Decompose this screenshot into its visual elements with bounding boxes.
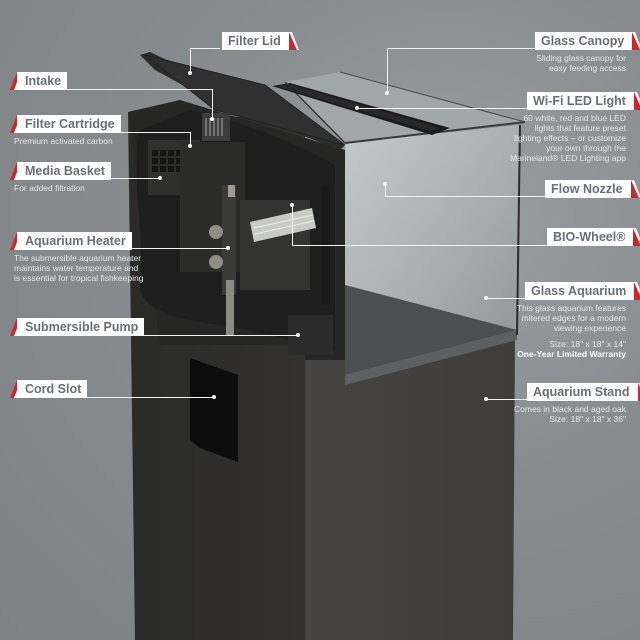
desc-line: Size: 18" x 18" x 36" — [549, 414, 626, 424]
pin-glass-aquarium — [484, 296, 488, 300]
leader-cord-slot — [80, 397, 214, 398]
leader-filter-lid — [190, 48, 191, 72]
desc-line: This glass aquarium features — [516, 303, 626, 313]
leader-filter-cartridge — [106, 132, 190, 133]
leader-intake-v — [212, 89, 213, 119]
label-cord-slot: Cord Slot — [9, 380, 88, 398]
pin-aquarium-stand — [484, 397, 488, 401]
pin-led-light — [355, 106, 359, 110]
pin-cord-slot — [212, 395, 216, 399]
label-submersible-pump: Submersible Pump — [9, 318, 145, 336]
desc-line: easy feeding access — [548, 63, 626, 73]
desc-line: The submersible aquarium heater — [14, 253, 142, 263]
label-glass-aquarium: Glass Aquarium — [525, 282, 640, 300]
desc-line: mitered edges for a modern — [521, 313, 626, 323]
pin-flow-nozzle — [383, 182, 387, 186]
leader-media-basket — [100, 178, 160, 179]
leader-filter-cartridge-v — [190, 132, 191, 146]
pin-intake — [210, 117, 214, 121]
pin-glass-canopy — [385, 91, 389, 95]
leader-flow-nozzle — [385, 184, 386, 196]
desc-line: lighting effects – or customize — [514, 133, 626, 143]
desc-filter-cartridge: Premium activated carbon — [14, 136, 113, 146]
desc-line: your own through the — [546, 143, 626, 153]
pin-filter-lid — [188, 71, 192, 75]
stand-right-face — [305, 338, 515, 640]
label-bio-wheel: BIO-Wheel® — [547, 228, 640, 246]
label-flow-nozzle: Flow Nozzle — [545, 180, 639, 198]
leader-glass-canopy-h — [387, 48, 535, 49]
desc-line: Marineland® LED Lighting app — [510, 153, 626, 163]
desc-aquarium-heater: The submersible aquarium heater maintain… — [14, 253, 143, 283]
desc-glass-canopy: Sliding glass canopy for easy feeding ac… — [536, 53, 626, 73]
label-wifi-led-light: Wi-Fi LED Light — [527, 92, 640, 110]
desc-media-basket: For added filtration — [14, 183, 85, 193]
desc-aquarium-stand: Comes in black and aged oak Size: 18" x … — [514, 404, 626, 424]
pin-heater — [226, 246, 230, 250]
desc-line: is essential for tropical fishkeeping — [14, 273, 144, 283]
leader-flow-nozzle-h — [385, 196, 545, 197]
label-filter-cartridge: Filter Cartridge — [10, 115, 121, 133]
pin-media-basket — [158, 176, 162, 180]
label-glass-canopy: Glass Canopy — [535, 32, 640, 50]
desc-glass-aquarium: This glass aquarium features mitered edg… — [517, 303, 626, 359]
leader-glass-canopy — [387, 48, 388, 92]
leader-pump — [126, 335, 298, 336]
leader-intake — [60, 89, 212, 90]
leader-glass-aquarium — [486, 298, 532, 299]
label-media-basket: Media Basket — [10, 162, 111, 180]
label-filter-lid: Filter Lid — [222, 32, 297, 50]
desc-line: maintains water temperature and — [14, 263, 139, 273]
leader-bio-wheel-h — [292, 245, 547, 246]
pin-pump — [296, 333, 300, 337]
leader-aquarium-stand — [486, 399, 530, 400]
desc-line: lights that feature preset — [534, 123, 626, 133]
desc-line: Comes in black and aged oak — [514, 404, 626, 414]
leader-heater — [120, 248, 228, 249]
desc-line: 60 white, red and blue LED — [523, 113, 626, 123]
desc-wifi-led-light: 60 white, red and blue LED lights that f… — [510, 113, 626, 163]
pin-bio-wheel — [290, 203, 294, 207]
leader-led-light — [357, 108, 527, 109]
size-spec: Size: 18" x 18" x 14" — [549, 339, 626, 349]
leader-filter-lid-h — [190, 48, 220, 49]
desc-line: viewing experience — [553, 323, 626, 333]
pin-filter-cartridge — [188, 144, 192, 148]
warranty-text: One-Year Limited Warranty — [517, 349, 626, 359]
label-aquarium-stand: Aquarium Stand — [527, 383, 640, 401]
desc-line: Sliding glass canopy for — [536, 53, 626, 63]
label-intake: Intake — [9, 72, 68, 90]
label-aquarium-heater: Aquarium Heater — [10, 232, 132, 250]
leader-bio-wheel — [292, 205, 293, 245]
